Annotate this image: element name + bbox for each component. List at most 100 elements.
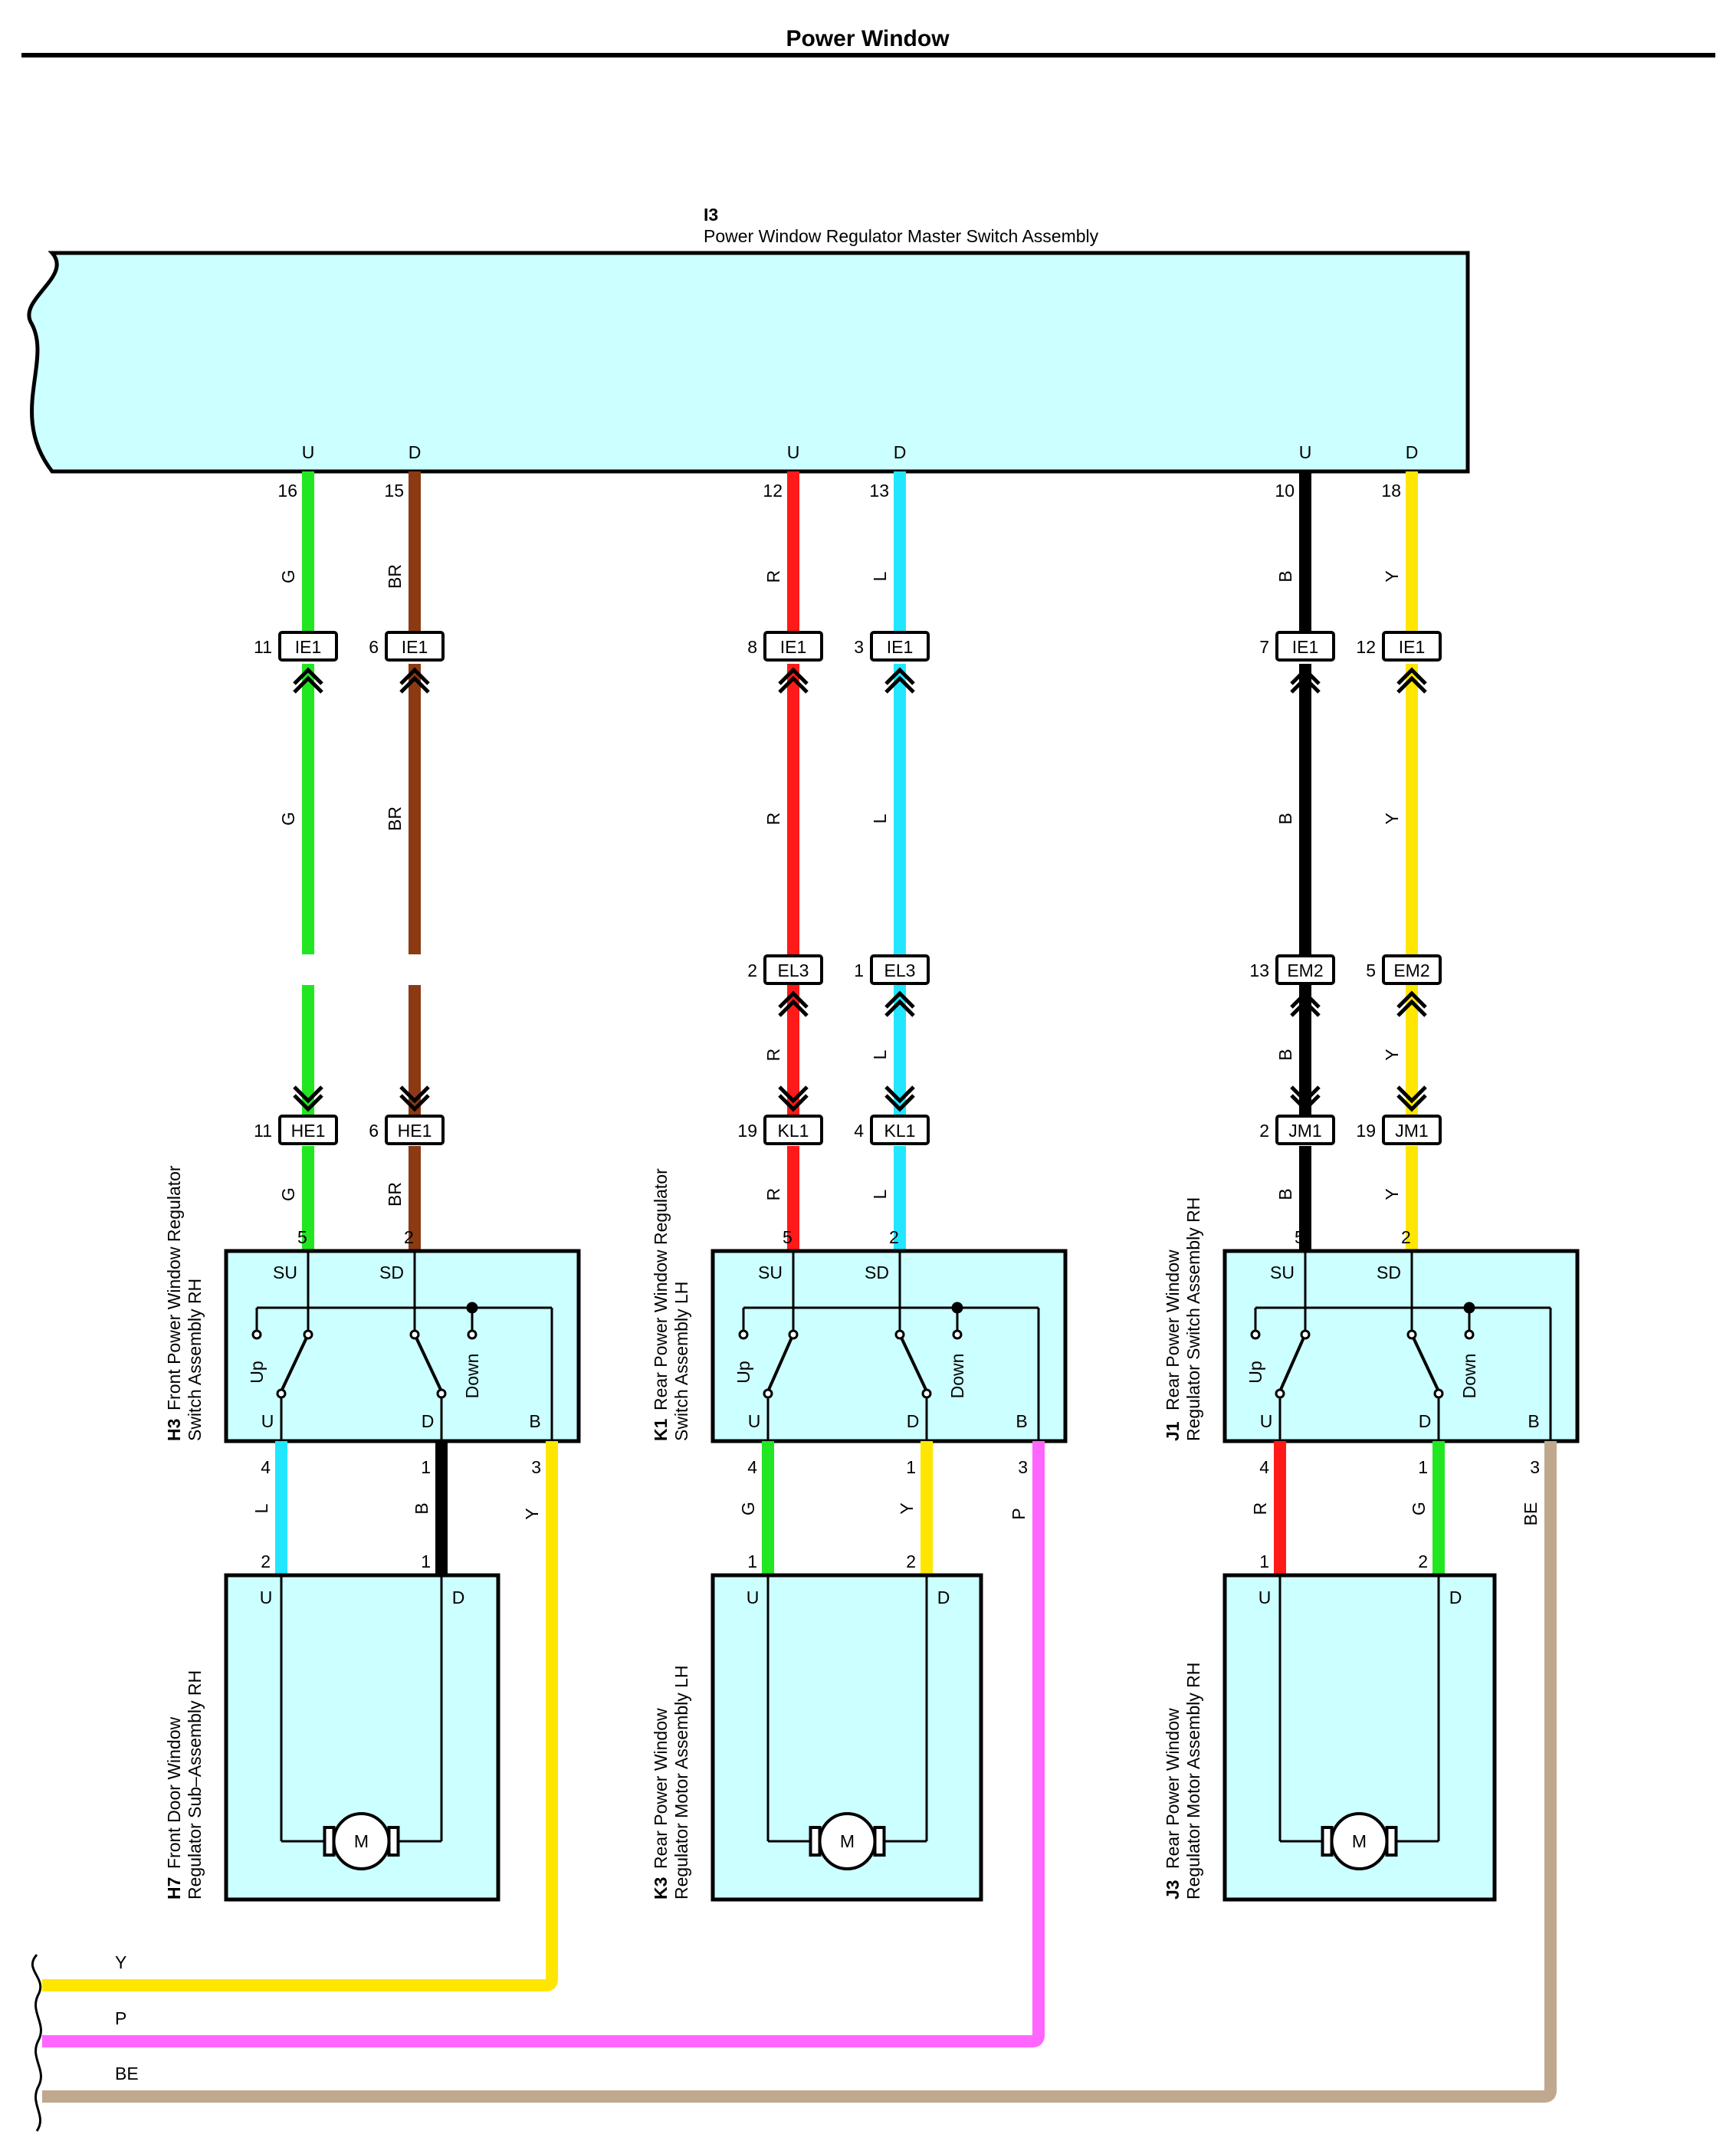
connector-bottom-label: JM1 [1395,1121,1428,1141]
wire-color-code: Y [1382,1188,1402,1200]
master-terminal-label: D [894,442,907,462]
switch-lever-up [280,1337,308,1392]
switch-pin: 5 [297,1227,307,1247]
connector-bottom-pin: 2 [1259,1121,1269,1141]
wire-color-code: R [763,1049,783,1062]
bus-wire [42,1441,558,1991]
wire-color-code: R [763,1188,783,1201]
master-terminal-label: U [1299,442,1312,462]
motor-pin: 2 [906,1551,916,1571]
connector-ie1-box [1275,631,1335,662]
motor-name: Regulator Motor Assembly LH [671,1665,691,1900]
wire-color-code: R [763,813,783,826]
switch-pin: 2 [889,1227,899,1247]
wire-color-code: Y [522,1508,542,1519]
connector-bottom-pin: 6 [369,1121,379,1141]
switch-assembly-box [1222,1249,1580,1443]
master-terminal-label: D [1406,442,1419,462]
connector-mid-box [1382,954,1442,985]
connector-chevron [778,667,809,694]
wire-color-code: G [278,812,298,826]
wire-color-code: Y [1382,570,1402,582]
switch-terminal-u: U [748,1411,761,1431]
wire-color-code: L [251,1503,271,1513]
motor-terminal-d: D [452,1588,465,1607]
contact-point [1250,1329,1261,1340]
master-ref: I3 [704,205,718,225]
switch-down-label: Down [947,1354,967,1399]
connector-chevron [1290,990,1321,1017]
switch-out-pin: 4 [747,1457,757,1477]
motor-pin: 2 [1418,1551,1428,1571]
master-terminal-pin: 18 [1381,481,1401,501]
contact-point [1275,1388,1285,1399]
master-terminal-label: U [302,442,315,462]
connector-bottom-box [278,1115,338,1145]
switch-down-label: Down [462,1354,482,1399]
connector-bottom-box [385,1115,445,1145]
switch-up-label: Up [1245,1361,1265,1383]
connector-chevron [1396,667,1427,694]
switch-ref: K1 [651,1418,671,1441]
connector-chevron [399,667,430,694]
wire-color-code: Y [1382,1049,1402,1060]
wire-color-code: B [412,1502,432,1514]
wire-color-code: B [1275,1188,1295,1200]
switch-out-pin: 4 [261,1457,271,1477]
master-switch-panel [27,251,1470,474]
connector-ie1-label: IE1 [1292,637,1319,657]
switch-lever-down [1412,1337,1440,1392]
master-terminal-pin: 10 [1275,481,1295,501]
switch-terminal-d: D [422,1411,435,1431]
junction-dot [466,1302,478,1314]
connector-bottom-label: JM1 [1288,1121,1321,1141]
wire-color-code: G [278,1187,298,1201]
connector-mid-pin: 13 [1249,960,1269,980]
motor-pin: 1 [747,1551,757,1571]
connector-bottom-label: HE1 [291,1121,326,1141]
connector-ie1-label: IE1 [402,637,428,657]
motor-terminal-u: U [747,1588,760,1607]
contact-point [788,1329,799,1340]
connector-ie1-pin: 12 [1356,637,1376,657]
connector-ie1-label: IE1 [887,637,914,657]
contact-point [1300,1329,1311,1340]
wire-color-code: B [1275,813,1295,824]
switch-terminal-su: SU [273,1263,297,1282]
connector-mid-label: EL3 [884,960,916,980]
junction-dot [1463,1302,1475,1314]
connector-bottom-label: HE1 [398,1121,432,1141]
switch-out-pin: 4 [1259,1457,1269,1477]
contact-point [763,1388,773,1399]
switch-terminal-sd: SD [865,1263,889,1282]
switch-up-label: Up [733,1361,753,1383]
switch-terminal-d: D [907,1411,920,1431]
connector-mid-box [763,954,823,985]
bus-wire-label: BE [115,2064,139,2083]
motor-name: Front Door Window [164,1716,184,1869]
switch-out-pin: 3 [1530,1457,1540,1477]
connector-mid-pin: 2 [747,960,757,980]
motor-icon [818,1812,877,1870]
master-terminal-label: D [409,442,422,462]
connector-ie1-label: IE1 [1399,637,1426,657]
connector-mid-label: EM2 [1393,960,1429,980]
switch-terminal-d: D [1419,1411,1432,1431]
switch-name: Switch Assembly LH [671,1282,691,1441]
contact-point [921,1388,932,1399]
switch-lever-down [415,1337,443,1392]
master-terminal-pin: 13 [869,481,889,501]
motor-symbol: M [840,1831,855,1851]
wire-color-code: Y [1382,813,1402,824]
switch-ref: H3 [164,1419,184,1441]
motor-symbol: M [1352,1831,1367,1851]
connector-bottom-pin: 19 [1356,1121,1376,1141]
wire-color-code: L [870,571,890,581]
master-terminal-pin: 15 [384,481,404,501]
wire-color-code: BE [1521,1502,1541,1526]
wire-color-code: G [738,1502,758,1515]
switch-terminal-sd: SD [1377,1263,1401,1282]
connector-ie1-box [763,631,823,662]
wire-color-code: L [870,1049,890,1059]
master-terminal-pin: 16 [277,481,297,501]
